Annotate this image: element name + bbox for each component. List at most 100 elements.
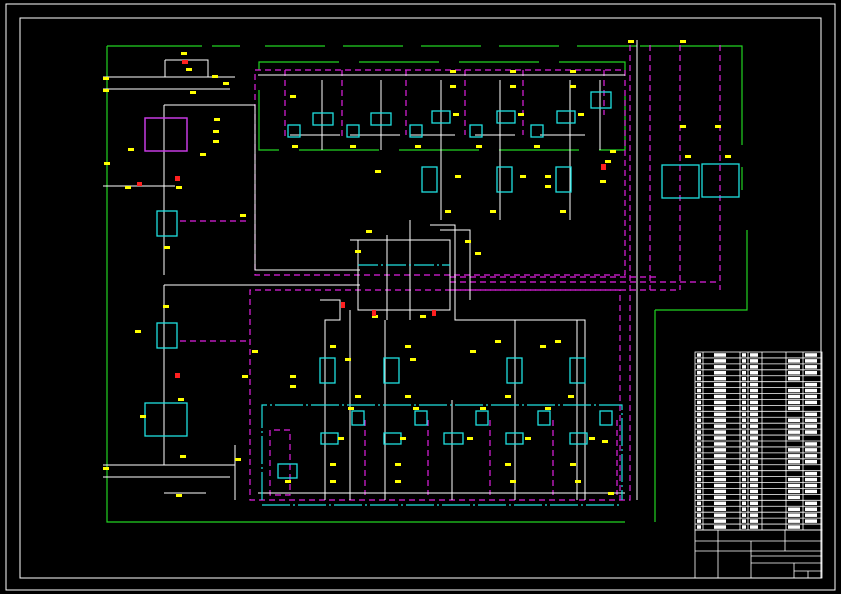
component-label — [366, 230, 372, 233]
pump-motor — [506, 357, 523, 384]
legend-cell-text — [697, 359, 701, 363]
directional-valve — [569, 432, 588, 445]
legend-cell-text — [788, 489, 800, 494]
double-valve-right — [701, 163, 740, 198]
directional-valve — [320, 432, 339, 445]
pump-motor — [569, 357, 586, 384]
component-label — [589, 437, 595, 440]
component-label — [545, 175, 551, 178]
component-label — [480, 407, 486, 410]
legend-cell-text — [750, 519, 758, 523]
pump-motor-left — [156, 322, 178, 349]
pump-motor — [421, 166, 438, 193]
valve-block — [414, 410, 428, 426]
legend-cell-text — [742, 406, 746, 411]
legend-cell-text — [788, 436, 800, 440]
legend-cell-text — [750, 471, 758, 476]
legend-cell-text — [697, 489, 701, 494]
legend-cell-text — [742, 465, 746, 470]
legend-cell-text — [697, 501, 701, 506]
red-markers — [137, 60, 606, 378]
component-label — [455, 175, 461, 178]
legend-cell-text — [742, 430, 746, 434]
legend-cell-text — [805, 418, 817, 422]
component-label — [140, 415, 146, 418]
component-label — [545, 407, 551, 410]
component-label — [290, 375, 296, 378]
legend-cell-text — [788, 394, 800, 399]
legend-cell-text — [750, 454, 758, 458]
legend-cell-text — [742, 448, 746, 452]
component-label — [450, 70, 456, 73]
component-label — [510, 70, 516, 73]
legend-cell-text — [750, 365, 758, 369]
legend-cell-text — [742, 412, 746, 417]
legend-cell-text — [805, 489, 817, 494]
legend-cell-text — [697, 406, 701, 411]
legend-cell-text — [750, 359, 758, 363]
legend-cell-text — [805, 519, 817, 523]
legend-cell-text — [750, 376, 758, 381]
legend-cell-text — [697, 483, 701, 488]
legend-cell-text — [742, 400, 746, 405]
legend-cell-text — [714, 371, 726, 375]
component-label — [518, 113, 524, 116]
component-label — [355, 395, 361, 398]
legend-cell-text — [750, 394, 758, 399]
legend-cell-text — [697, 507, 701, 511]
component-label — [495, 340, 501, 343]
legend-cell-text — [805, 424, 817, 428]
component-label — [600, 180, 606, 183]
legend-cell-text — [788, 477, 800, 482]
component-label — [200, 153, 206, 156]
component-label — [128, 148, 134, 151]
legend-cell-text — [788, 376, 800, 381]
legend-cell-text — [714, 400, 726, 405]
component-label — [685, 155, 691, 158]
component-label — [104, 162, 110, 165]
component-label — [178, 398, 184, 401]
legend-cell-text — [805, 442, 817, 446]
valve-block — [370, 112, 392, 126]
component-label — [135, 330, 141, 333]
legend-cell-text — [750, 465, 758, 470]
component-label — [525, 437, 531, 440]
component-label — [570, 70, 576, 73]
legend-cell-text — [805, 388, 817, 393]
pump-motor — [496, 166, 513, 193]
legend-cell-text — [742, 519, 746, 523]
legend-cell-text — [697, 519, 701, 523]
valve-block — [409, 124, 423, 138]
legend-cell-text — [714, 365, 726, 369]
legend-cell-text — [714, 495, 726, 500]
components — [144, 91, 740, 479]
legend-cell-text — [697, 525, 701, 529]
legend-cell-text — [714, 382, 726, 387]
legend-cell-text — [750, 382, 758, 387]
legend-cell-text — [697, 471, 701, 476]
legend-cell-text — [750, 436, 758, 440]
legend-cell-text — [714, 483, 726, 488]
component-label — [330, 463, 336, 466]
component-label — [348, 407, 354, 410]
component-label — [186, 68, 192, 71]
valve-block — [469, 124, 483, 138]
legend-cell-text — [714, 424, 726, 428]
legend-cell-text — [805, 382, 817, 387]
component-label — [476, 145, 482, 148]
component-label — [545, 185, 551, 188]
component-label — [176, 186, 182, 189]
legend-cell-text — [714, 489, 726, 494]
legend-cell-text — [742, 471, 746, 476]
component-label — [235, 458, 241, 461]
valve-block — [599, 410, 613, 426]
component-label — [453, 113, 459, 116]
legend-cell-text — [788, 460, 800, 464]
legend-cell-text — [742, 460, 746, 464]
component-label — [715, 125, 721, 128]
legend-cell-text — [714, 525, 726, 529]
component-label — [540, 345, 546, 348]
component-label — [405, 395, 411, 398]
component-label — [505, 463, 511, 466]
